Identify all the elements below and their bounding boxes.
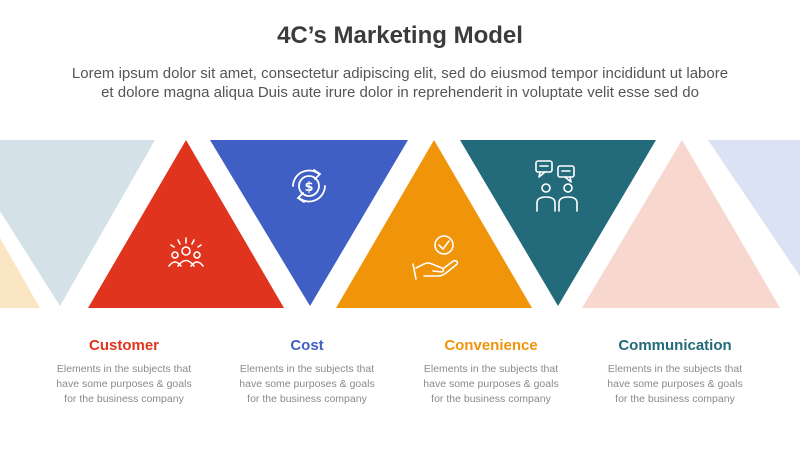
convenience-desc-line-1: Elements in the subjects that [423,363,559,375]
cost-triangle [210,140,408,306]
faded-triangle-left-blue [0,140,155,306]
item-customer: Customer Elements in the subjects that h… [39,336,209,407]
communication-desc-line-2: have some purposes & goals [607,378,743,390]
cost-desc-line-1: Elements in the subjects that [239,363,375,375]
customer-desc-line-1: Elements in the subjects that [56,363,192,375]
subtitle-line-1: Lorem ipsum dolor sit amet, consectetur … [71,65,729,82]
cost-heading: Cost [290,337,324,354]
communication-desc-line-1: Elements in the subjects that [607,363,743,375]
item-cost: Cost Elements in the subjects that have … [222,336,392,407]
convenience-desc-line-2: have some purposes & goals [423,378,559,390]
cost-desc-line-2: have some purposes & goals [239,378,375,390]
convenience-description: Elements in the subjects that have some … [406,362,576,407]
page-title: 4C’s Marketing Model [277,22,523,49]
convenience-triangle [336,140,532,308]
communication-desc-line-3: for the business company [615,393,735,405]
customer-desc-line-2: have some purposes & goals [56,378,192,390]
item-communication: Communication Elements in the subjects t… [590,336,760,407]
cost-desc-line-3: for the business company [247,393,367,405]
people-group-icon [168,237,204,267]
communication-description: Elements in the subjects that have some … [590,362,760,407]
customer-desc-line-3: for the business company [64,393,184,405]
chat-people-icon [535,160,578,212]
convenience-heading: Convenience [444,337,538,354]
communication-heading: Communication [618,337,732,354]
subtitle: Lorem ipsum dolor sit amet, consectetur … [20,64,780,102]
cost-description: Elements in the subjects that have some … [222,362,392,407]
faded-triangle-right-pink [582,140,780,308]
svg-text:$: $ [304,180,313,195]
customer-description: Elements in the subjects that have some … [39,362,209,407]
item-convenience: Convenience Elements in the subjects tha… [406,336,576,407]
subtitle-line-2: et dolore magna aliqua Duis aute irure d… [101,84,699,101]
faded-triangle-left-yellow [0,238,40,308]
dollar-cycle-icon: $ [292,169,326,203]
hand-check-icon [412,235,459,280]
customer-triangle [88,140,284,308]
faded-triangle-right-lavender [708,140,800,277]
customer-heading: Customer [88,337,159,354]
convenience-desc-line-3: for the business company [431,393,551,405]
communication-triangle [460,140,656,306]
